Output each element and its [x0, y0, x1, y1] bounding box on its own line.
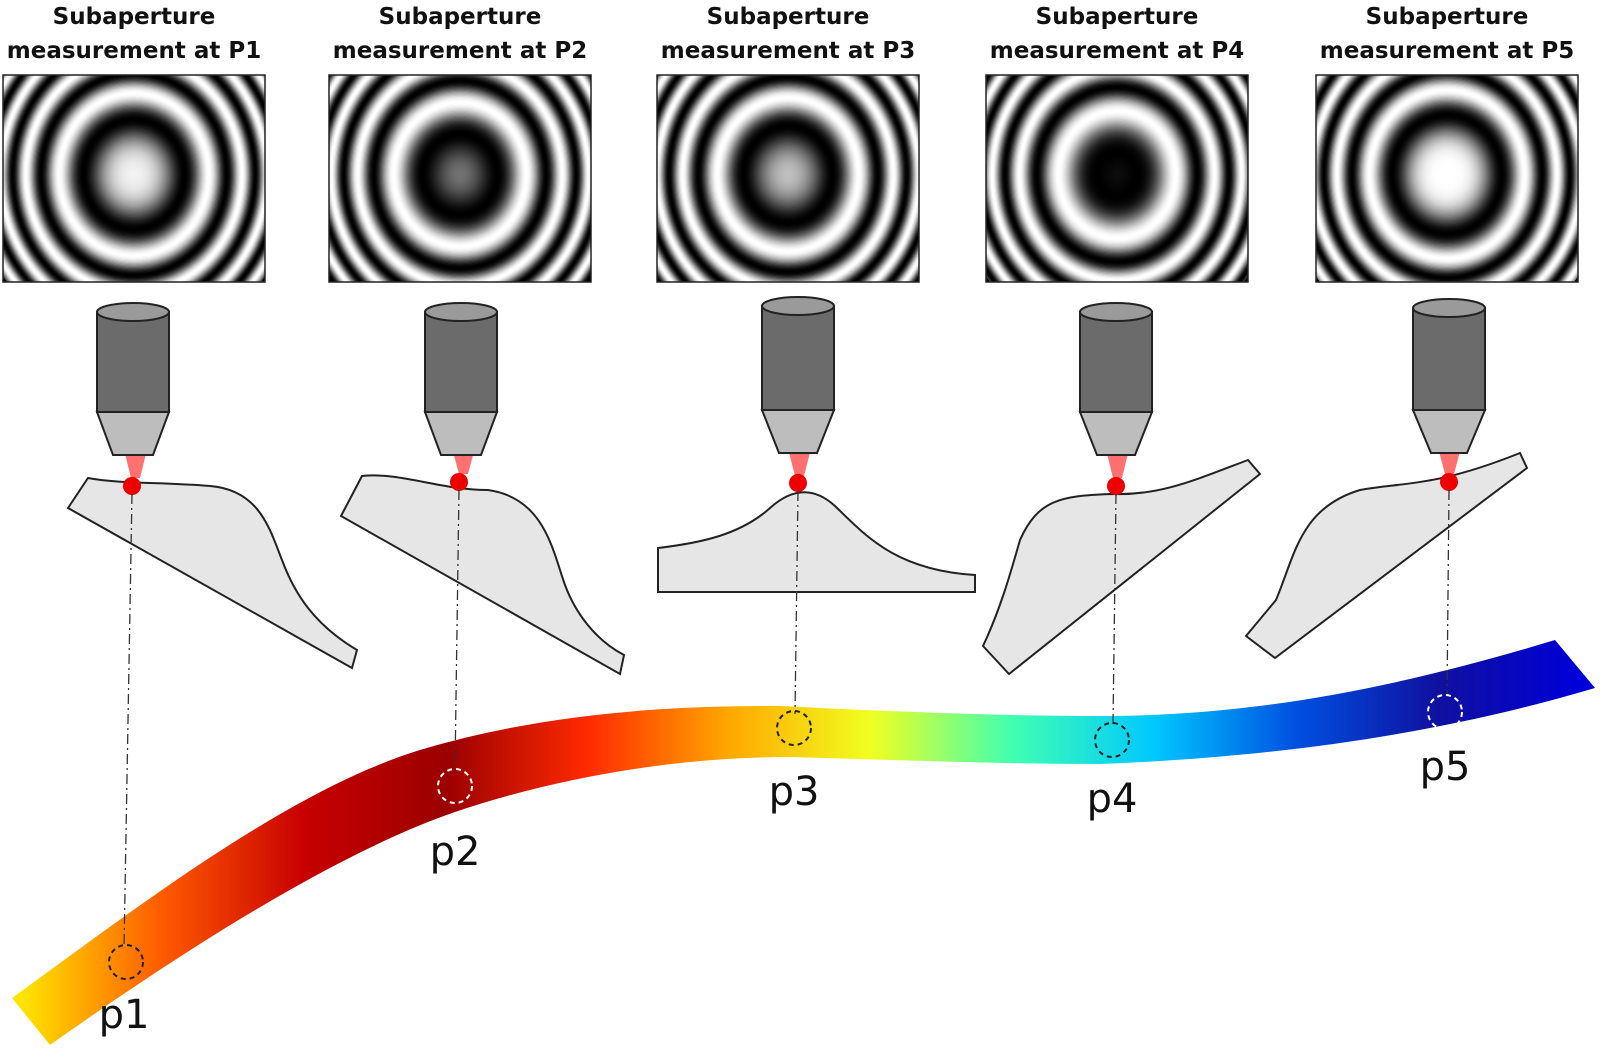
- projection-line-p3: [794, 490, 799, 715]
- point-label-p3: p3: [769, 769, 820, 815]
- objective-p3: [760, 296, 836, 492]
- sample-tilted-p4: [981, 458, 1262, 676]
- focus-point-p3: [789, 474, 807, 492]
- interferogram-p5: [1315, 74, 1579, 283]
- title-p3-line2: measurement at P3: [661, 38, 915, 64]
- fringe-ring: [1115, 173, 1119, 176]
- focus-point-p1: [123, 477, 141, 495]
- title-p5-line1: Subaperture: [1366, 4, 1529, 30]
- measurement-circle-p5: [1427, 694, 1463, 730]
- sample-tilted-p1: [66, 476, 359, 670]
- interferogram-p1: [2, 74, 266, 283]
- interferogram-p2: [328, 74, 592, 283]
- objective-p2: [423, 302, 499, 491]
- title-p4-line1: Subaperture: [1036, 4, 1199, 30]
- projection-line-p1: [123, 493, 133, 949]
- sample-flat-p3: [657, 491, 976, 593]
- projection-line-p4: [1112, 493, 1117, 725]
- fringe-ring: [786, 173, 790, 176]
- focus-point-p5: [1440, 473, 1458, 491]
- projection-line-p2: [454, 489, 460, 769]
- point-label-p4: p4: [1087, 776, 1138, 822]
- focus-point-p2: [450, 473, 468, 491]
- measurement-circles: [108, 694, 1463, 980]
- objective-p1: [95, 302, 171, 495]
- sample-tilted-p2: [339, 474, 626, 676]
- title-p1-line1: Subaperture: [53, 4, 216, 30]
- title-p5-line2: measurement at P5: [1320, 38, 1574, 64]
- focus-point-p4: [1107, 477, 1125, 495]
- title-p1-line2: measurement at P1: [7, 38, 261, 64]
- interferogram-p3: [656, 74, 920, 283]
- title-p3-line1: Subaperture: [707, 4, 870, 30]
- title-p2-line1: Subaperture: [379, 4, 542, 30]
- title-p4-line2: measurement at P4: [990, 38, 1244, 64]
- point-label-p2: p2: [430, 829, 481, 875]
- measurement-circle-p1: [108, 944, 144, 980]
- point-label-p5: p5: [1420, 744, 1471, 790]
- freeform-surface-strip: [12, 640, 1595, 1045]
- objective-p4: [1078, 302, 1154, 495]
- objective-p5: [1411, 298, 1487, 491]
- fringe-ring: [458, 173, 462, 176]
- measurement-circle-p3: [776, 710, 812, 746]
- title-p2-line2: measurement at P2: [333, 38, 587, 64]
- measurement-circle-p2: [437, 768, 473, 804]
- fringe-ring: [132, 173, 136, 176]
- interferogram-p4: [985, 74, 1249, 283]
- fringe-ring: [1445, 173, 1449, 176]
- panel-titles: Subaperture measurement at P1 Subapertur…: [7, 4, 1574, 64]
- point-labels: p1 p2 p3 p4 p5: [99, 744, 1471, 1038]
- sample-tilted-p5: [1244, 451, 1529, 660]
- projection-lines: [123, 489, 1450, 949]
- measurement-circle-p4: [1094, 722, 1130, 758]
- point-label-p1: p1: [99, 992, 150, 1038]
- projection-line-p5: [1446, 489, 1450, 697]
